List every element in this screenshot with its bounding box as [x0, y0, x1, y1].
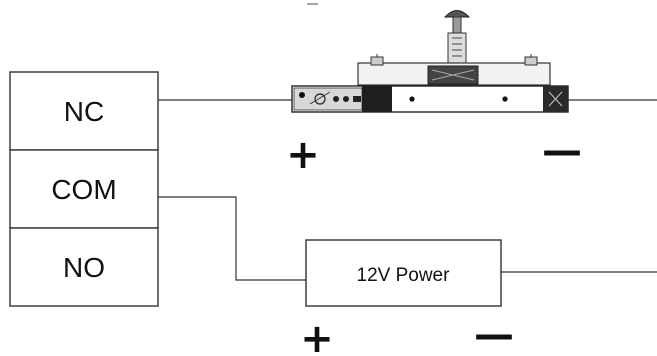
lock-polarity: + — [286, 128, 582, 178]
terminal-no-label: NO [63, 252, 105, 283]
wires [158, 99, 657, 281]
lock-positive-sign: + [286, 132, 320, 178]
power-positive-sign: + [300, 316, 334, 356]
terminal-nc-box [9, 71, 159, 151]
lock-bracket [357, 54, 551, 86]
power-polarity: + — [300, 312, 514, 356]
terminal-no-box [9, 227, 159, 307]
power-supply-box [305, 239, 502, 307]
lock-body [291, 85, 569, 113]
terminal-nc-label: NC [64, 96, 104, 127]
terminal-com-box [9, 149, 159, 229]
lock-knob [443, 10, 471, 64]
power-supply: 12V Power [305, 239, 502, 307]
power-negative-sign: — [474, 312, 514, 356]
terminal-com-label: COM [51, 174, 116, 205]
wire-com-to-power-positive [158, 196, 306, 281]
power-supply-label: 12V Power [357, 265, 451, 286]
lock-negative-sign: — [542, 128, 582, 174]
relay-terminal-block: NC COM NO [9, 71, 159, 307]
electric-lock [291, 3, 569, 113]
